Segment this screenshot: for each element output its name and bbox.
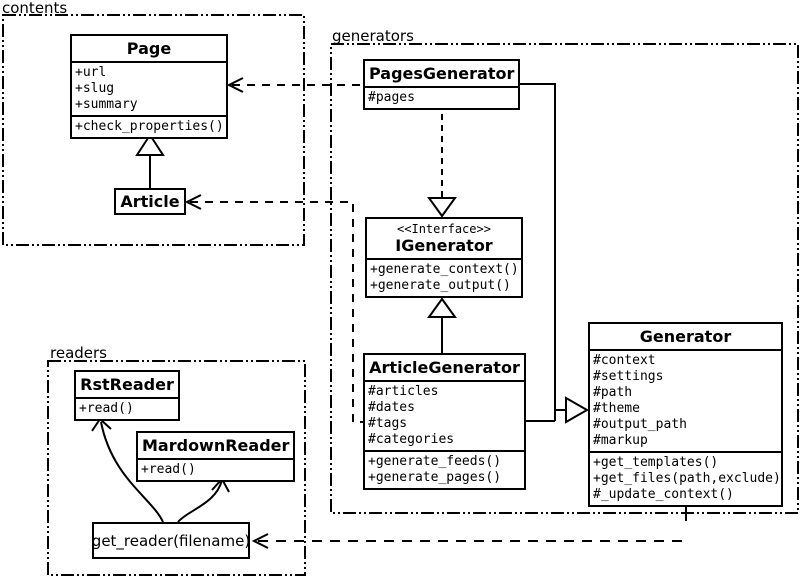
class-igenerator-stereotype: <<Interface>> xyxy=(397,222,491,236)
class-generator-title: Generator xyxy=(639,327,732,346)
class-mardownreader-methods: +read() xyxy=(138,458,293,480)
method: +read() xyxy=(141,462,196,477)
package-readers-border xyxy=(47,360,306,576)
class-page: Page +url +slug +summary +check_properti… xyxy=(70,34,228,139)
attribute: #categories xyxy=(368,432,455,447)
function-box-get-reader: get_reader(filename) xyxy=(92,522,250,559)
method: +generate_output() xyxy=(370,278,511,293)
attribute: +url xyxy=(75,65,107,80)
class-rstreader: RstReader +read() xyxy=(74,370,180,421)
class-pagesgenerator-attributes: #pages xyxy=(365,86,518,108)
attribute: #output_path xyxy=(593,417,687,432)
class-article: Article xyxy=(114,188,186,215)
class-articlegenerator-attributes: #articles #dates #tags #categories xyxy=(365,380,524,450)
package-contents-label: contents xyxy=(2,0,68,17)
dependency-line-articlegenerator-article xyxy=(190,201,363,423)
dependency-arrowhead-article xyxy=(184,194,202,210)
inheritance-line-pagesgenerator-generator xyxy=(520,83,556,421)
class-rstreader-title: RstReader xyxy=(80,375,174,394)
flow-curve-getreader-mardownreader xyxy=(177,479,223,523)
class-mardownreader-title: MardownReader xyxy=(142,436,290,455)
package-contents-border xyxy=(2,14,305,246)
method: +get_files(path,exclude) xyxy=(593,471,781,486)
method: +read() xyxy=(79,401,134,416)
class-pagesgenerator-title: PagesGenerator xyxy=(369,64,515,83)
method: +generate_context() xyxy=(370,262,519,277)
class-page-methods: +check_properties() xyxy=(72,115,226,137)
class-igenerator: <<Interface>> IGenerator +generate_conte… xyxy=(365,217,523,298)
inheritance-triangle-generator-left xyxy=(565,396,590,424)
package-readers-label: readers xyxy=(50,344,107,362)
attribute: #articles xyxy=(368,384,439,399)
package-generators-label: generators xyxy=(332,27,414,45)
class-page-attributes: +url +slug +summary xyxy=(72,61,226,115)
method: +generate_pages() xyxy=(368,470,502,485)
class-generator: Generator #context #settings #path #them… xyxy=(588,322,783,507)
class-articlegenerator-methods: +generate_feeds() +generate_pages() xyxy=(365,450,524,488)
attribute: #markup xyxy=(593,433,648,448)
attribute: #dates xyxy=(368,400,415,415)
flow-curve-getreader-rstreader xyxy=(100,421,164,523)
class-rstreader-methods: +read() xyxy=(76,397,178,419)
attribute: #theme xyxy=(593,401,640,416)
method: +generate_feeds() xyxy=(368,454,502,469)
attribute: #path xyxy=(593,385,633,400)
class-articlegenerator: ArticleGenerator #articles #dates #tags … xyxy=(363,353,526,490)
class-articlegenerator-title: ArticleGenerator xyxy=(369,358,520,377)
inheritance-triangle-page xyxy=(135,133,165,156)
class-igenerator-methods: +generate_context() +generate_output() xyxy=(367,258,521,296)
attribute: #pages xyxy=(368,90,415,105)
inheritance-triangle-igenerator-bottom xyxy=(427,297,457,318)
attribute: #context xyxy=(593,353,656,368)
class-generator-methods: +get_templates() +get_files(path,exclude… xyxy=(590,451,781,505)
class-article-title: Article xyxy=(120,192,180,211)
class-mardownreader: MardownReader +read() xyxy=(136,431,295,482)
class-pagesgenerator: PagesGenerator #pages xyxy=(363,59,520,110)
attribute: #tags xyxy=(368,416,408,431)
attribute: #settings xyxy=(593,369,664,384)
attribute: +summary xyxy=(75,97,138,112)
method: +get_templates() xyxy=(593,455,719,470)
class-page-title: Page xyxy=(126,39,172,58)
attribute: +slug xyxy=(75,81,115,96)
dependency-arrowhead-getreader xyxy=(251,533,269,549)
dependency-arrowhead-page xyxy=(226,77,244,93)
method: #_update_context() xyxy=(593,487,734,502)
realization-triangle-igenerator-top xyxy=(427,197,457,218)
class-igenerator-title: IGenerator xyxy=(395,236,493,255)
class-generator-attributes: #context #settings #path #theme #output_… xyxy=(590,349,781,451)
method: +check_properties() xyxy=(75,119,224,134)
